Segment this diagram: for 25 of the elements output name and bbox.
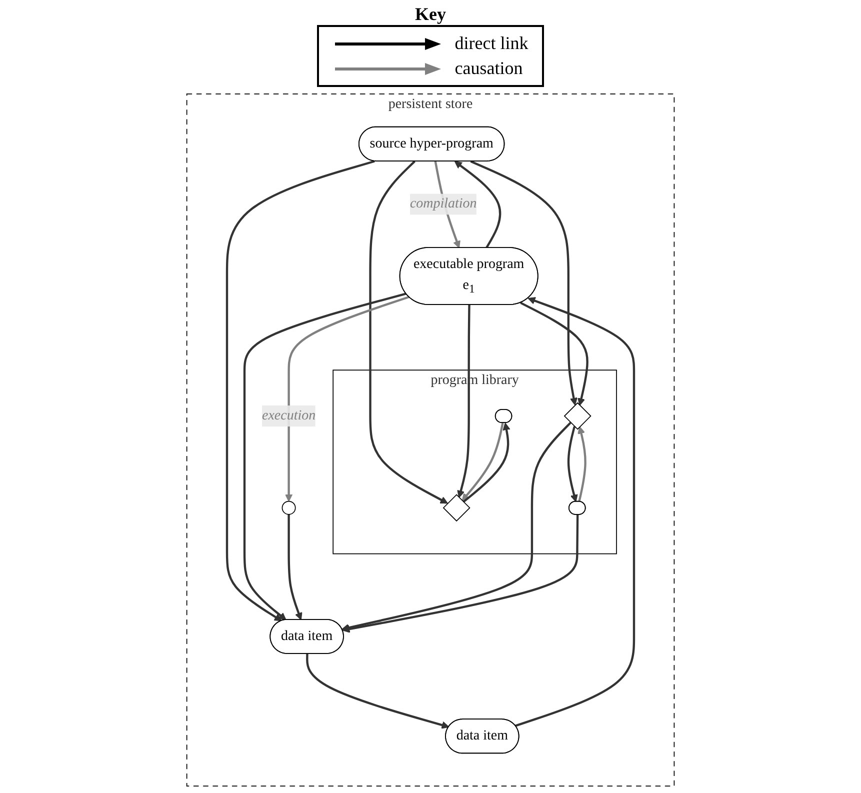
arrow — [520, 302, 588, 406]
arrow — [342, 514, 579, 633]
arrow — [470, 160, 578, 406]
legend-label: direct link — [454, 33, 528, 54]
arrow — [457, 304, 470, 498]
node-diamond — [564, 402, 592, 430]
legend-title: Key — [415, 4, 446, 25]
arrow — [284, 296, 410, 502]
arrow — [226, 160, 375, 622]
arrow — [369, 160, 448, 504]
edge-label: compilation — [410, 196, 477, 212]
arrow — [243, 292, 406, 620]
node-diamond — [442, 494, 470, 522]
arrow — [578, 426, 586, 502]
arrow — [462, 422, 504, 502]
legend-label: causation — [454, 58, 523, 79]
arrow — [515, 297, 636, 727]
arrow — [342, 422, 572, 632]
arrow — [462, 422, 510, 503]
arrow — [454, 161, 502, 248]
arrow — [306, 654, 450, 729]
arrow — [567, 426, 578, 502]
arrow — [288, 514, 302, 620]
node-circle — [282, 500, 296, 515]
edge-label: execution — [262, 408, 316, 424]
